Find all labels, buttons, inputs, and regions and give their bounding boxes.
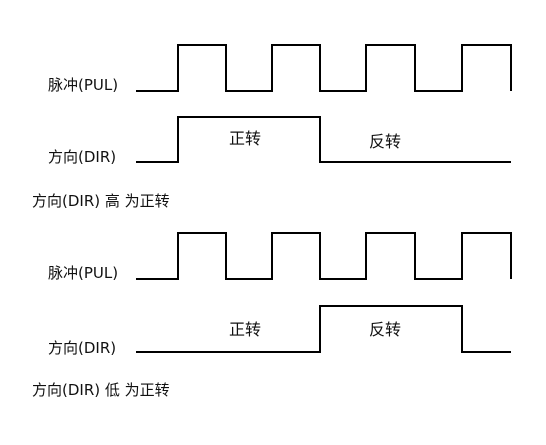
bottom-direction-label: 方向(DIR) bbox=[48, 339, 117, 357]
bottom-reverse-text: 反转 bbox=[369, 320, 402, 339]
top-direction-waveform bbox=[136, 116, 511, 163]
top-direction-label: 方向(DIR) bbox=[48, 148, 117, 166]
top-forward-text: 正转 bbox=[229, 129, 262, 148]
bottom-caption: 方向(DIR) 低 为正转 bbox=[32, 381, 170, 399]
top-pulse-waveform bbox=[136, 44, 512, 92]
top-pulse-label: 脉冲(PUL) bbox=[48, 76, 119, 94]
top-reverse-text: 反转 bbox=[369, 132, 402, 151]
bottom-pulse-waveform bbox=[136, 232, 512, 280]
bottom-direction-waveform bbox=[136, 305, 511, 353]
bottom-pulse-label: 脉冲(PUL) bbox=[48, 264, 119, 282]
top-caption: 方向(DIR) 高 为正转 bbox=[32, 192, 170, 210]
bottom-forward-text: 正转 bbox=[229, 320, 262, 339]
